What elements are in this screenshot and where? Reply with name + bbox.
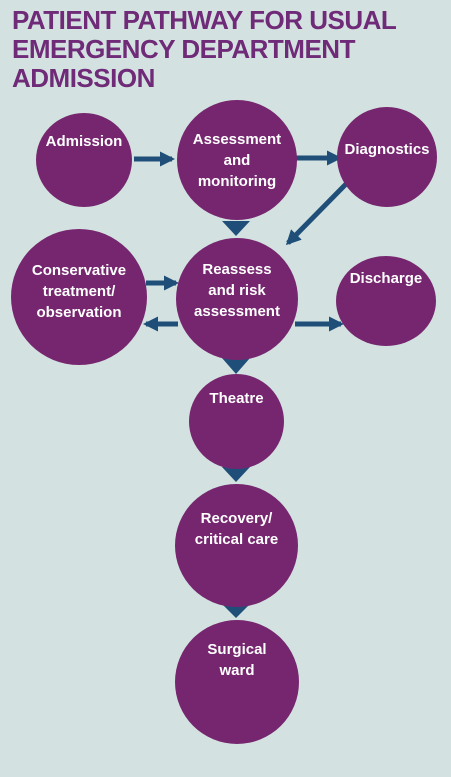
node-admission: Admission [36,113,132,207]
node-surgical: Surgical ward [175,620,299,744]
node-reassess-label: Reassess and risk assessment [194,261,280,320]
page-title: PATIENT PATHWAY FOR USUAL EMERGENCY DEPA… [12,6,442,93]
node-assessment: Assessment and monitoring [177,100,297,220]
title-line-1: PATIENT PATHWAY FOR USUAL [12,5,397,35]
title-line-3: ADMISSION [12,63,155,93]
node-recovery: Recovery/ critical care [175,484,298,607]
arrow-assessment-to-reassess [222,221,250,236]
node-reassess: Reassess and risk assessment [176,238,298,360]
node-admission-label: Admission [45,133,123,150]
arrow-theatre-to-recovery [222,467,250,482]
title-line-2: EMERGENCY DEPARTMENT [12,34,355,64]
node-theatre: Theatre [189,374,284,469]
node-surgical-label: Surgical ward [207,641,267,679]
arrow-reassess-to-theatre [222,358,250,374]
node-recovery-label: Recovery/ critical care [194,510,279,548]
node-conservative: Conservative treatment/ observation [11,229,147,365]
node-theatre-label: Theatre [209,390,264,407]
node-discharge: Discharge [336,256,436,346]
node-conservative-label: Conservative treatment/ observation [31,262,127,321]
node-diagnostics-label: Diagnostics [344,141,430,158]
node-assessment-label: Assessment and monitoring [192,131,282,190]
arrow-diagnostics-to-reassess [285,182,348,246]
node-diagnostics: Diagnostics [337,107,437,207]
arrow-recovery-to-surgical [222,604,250,618]
node-discharge-label: Discharge [349,270,423,287]
